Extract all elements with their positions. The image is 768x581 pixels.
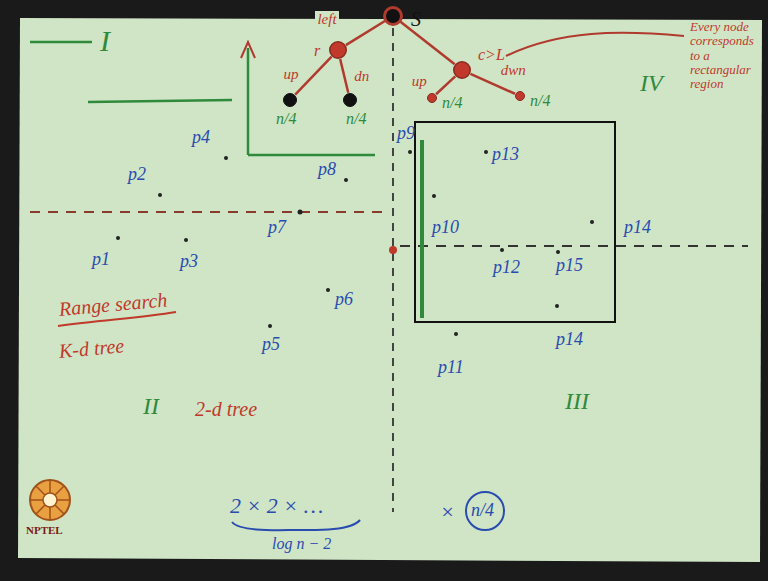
node-circle xyxy=(343,93,357,107)
point-label: p15 xyxy=(556,256,583,276)
root-node: S xyxy=(383,6,403,26)
edge-label: up xyxy=(410,73,429,90)
region-label: III xyxy=(565,388,589,414)
point-label: p3 xyxy=(180,252,198,272)
node-label: n/4 xyxy=(276,110,296,128)
tree-edge xyxy=(400,22,454,64)
node-circle xyxy=(453,61,471,79)
formula: 2 × 2 × … xyxy=(230,494,323,518)
node-circle xyxy=(344,94,357,107)
leaf-node: n/4 xyxy=(343,93,357,107)
arrow-up xyxy=(241,42,255,58)
note: Every node corresponds to a rectangular … xyxy=(690,20,762,91)
query-edge xyxy=(248,154,375,157)
leaf-node: n/4 xyxy=(427,93,437,103)
formula: log n − 2 xyxy=(272,535,331,553)
point-label: p7 xyxy=(268,218,286,238)
point-label: p9 xyxy=(397,124,415,144)
node-label: n/4 xyxy=(442,94,462,112)
region-line xyxy=(88,100,232,102)
point-label: p8 xyxy=(318,160,336,180)
brace xyxy=(232,520,360,530)
edge-label: dwn xyxy=(499,62,528,79)
query-rectangle xyxy=(415,122,615,322)
point-label: p5 xyxy=(262,335,280,355)
node-circle xyxy=(454,62,471,79)
node-circle xyxy=(516,92,525,101)
point-label: p6 xyxy=(335,290,353,310)
logo xyxy=(30,480,70,520)
point-label: p12 xyxy=(493,258,520,278)
node-circle xyxy=(383,6,403,26)
region-label: I xyxy=(100,24,110,57)
point-label: p2 xyxy=(128,165,146,185)
tree-node: r xyxy=(329,41,347,59)
point-label: p13 xyxy=(492,145,519,165)
logo-text: NPTEL xyxy=(26,524,63,536)
node-circle xyxy=(284,94,297,107)
formula: n/4 xyxy=(471,501,494,521)
node-circle xyxy=(330,42,347,59)
tree-node: c>L xyxy=(453,61,471,79)
query-edge xyxy=(420,140,424,318)
node-label: n/4 xyxy=(530,92,550,110)
node-label: n/4 xyxy=(346,110,366,128)
node-circle xyxy=(428,94,437,103)
point-label: p14 xyxy=(556,330,583,350)
region-line xyxy=(30,41,92,44)
point-label: p4 xyxy=(192,128,210,148)
leaf-node: n/4 xyxy=(515,91,525,101)
split-line xyxy=(30,211,388,213)
node-circle xyxy=(515,91,525,101)
node-label: r xyxy=(314,42,320,60)
board xyxy=(18,18,762,562)
point-dots xyxy=(116,150,594,336)
point-label: p10 xyxy=(432,218,459,238)
split-point xyxy=(389,246,397,254)
split-line xyxy=(400,245,748,247)
tree-edge xyxy=(340,59,348,93)
point-label: p1 xyxy=(92,250,110,270)
edge-label: up xyxy=(281,66,300,83)
point-label: p11 xyxy=(438,358,464,378)
node-circle xyxy=(427,93,437,103)
heading: 2-d tree xyxy=(195,398,257,420)
circle-mark xyxy=(466,492,504,530)
region-label: IV xyxy=(640,70,663,96)
callout-line xyxy=(506,33,684,56)
tree-edge xyxy=(346,21,385,45)
edge-label: dn xyxy=(352,68,371,85)
node-circle xyxy=(283,93,297,107)
tree-edge xyxy=(436,76,455,94)
node-label: S xyxy=(411,8,421,30)
edge-label: left xyxy=(315,11,338,28)
leaf-node: n/4 xyxy=(283,93,297,107)
node-circle xyxy=(385,8,402,25)
region-label: II xyxy=(143,393,159,419)
split-line xyxy=(392,28,394,512)
node-circle xyxy=(329,41,347,59)
formula: × xyxy=(440,500,455,524)
query-edge xyxy=(247,48,250,155)
tree-edge xyxy=(295,57,331,95)
point-label: p14 xyxy=(624,218,651,238)
